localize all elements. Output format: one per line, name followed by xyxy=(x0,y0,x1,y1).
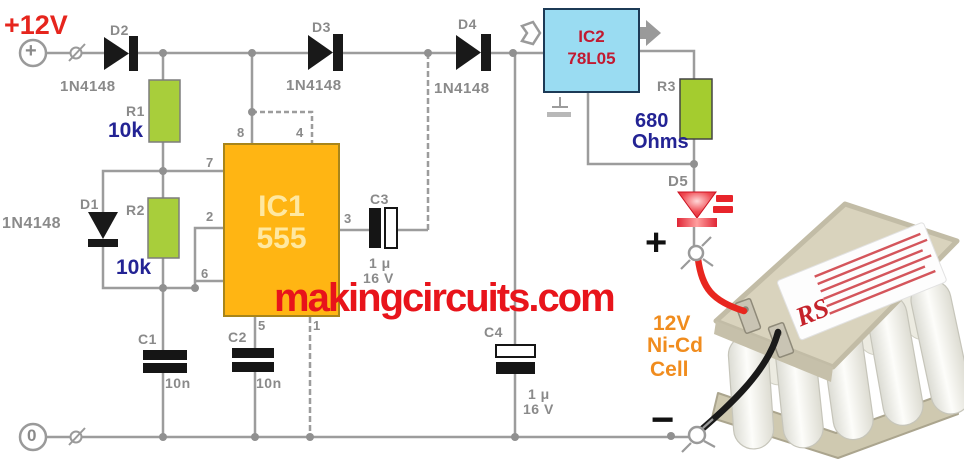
connector-symbol-top xyxy=(68,43,86,62)
diode-d1-symbol xyxy=(88,212,118,247)
input-positive-terminal xyxy=(18,38,48,68)
diode-d2-symbol xyxy=(104,36,138,71)
diode-d4-symbol xyxy=(456,34,491,71)
ic1-pin7-label: 7 xyxy=(206,155,214,170)
capacitor-c1-symbol xyxy=(143,350,187,373)
ic2-regulator-chip: IC2 78L05 xyxy=(543,8,640,93)
resistor-r2-symbol xyxy=(147,197,180,259)
ic1-pin3-label: 3 xyxy=(344,211,352,226)
ic1-555-chip: IC1 555 xyxy=(223,143,340,317)
d4-ref-label: D4 xyxy=(458,16,477,32)
c3-voltage-label: 16 V xyxy=(363,270,394,286)
resistor-r3-symbol xyxy=(679,78,713,140)
ic1-ref-label: IC1 xyxy=(258,190,305,223)
led-light-mark xyxy=(713,206,733,213)
ic2-input-arrow-icon xyxy=(520,20,542,46)
resistor-r1-symbol xyxy=(148,79,181,143)
c1-value-label: 10n xyxy=(165,375,191,391)
d3-part-label: 1N4148 xyxy=(286,77,342,94)
zero-terminal-label: 0 xyxy=(27,426,37,445)
battery-caption-line1: 12V xyxy=(653,312,691,335)
led-light-mark xyxy=(716,195,733,202)
battery-label: RS xyxy=(777,222,947,341)
c4-ref-label: C4 xyxy=(484,324,503,340)
d3-ref-label: D3 xyxy=(312,19,331,35)
battery-positive-wire xyxy=(694,255,748,315)
ic1-part-label: 555 xyxy=(256,221,307,255)
c3-ref-label: C3 xyxy=(370,191,389,207)
led-d5-symbol xyxy=(677,191,733,227)
c2-value-label: 10n xyxy=(256,375,282,391)
c4-value-label: 1 μ xyxy=(528,386,550,402)
battery-label-text-lines xyxy=(814,232,936,315)
capacitor-c4-symbol xyxy=(495,344,536,374)
ic1-pin6-label: 6 xyxy=(201,266,209,281)
ic1-pin2-label: 2 xyxy=(206,209,214,224)
battery-plus-sign: + xyxy=(645,222,668,264)
r3-value-label: 680 xyxy=(635,110,669,132)
ic1-pin1-label: 1 xyxy=(313,318,321,333)
d1-part-label: 1N4148 xyxy=(2,215,62,232)
d1-ref-label: D1 xyxy=(80,196,99,212)
battery-plus-terminal xyxy=(680,236,714,270)
r2-value-label: 10k xyxy=(116,256,152,279)
capacitor-c3-symbol xyxy=(369,207,398,249)
capacitor-c2-symbol xyxy=(232,348,274,372)
r2-ref-label: R2 xyxy=(126,202,145,218)
d5-ref-label: D5 xyxy=(668,173,689,190)
schematic-wires xyxy=(47,49,696,439)
ic1-pin4-label: 4 xyxy=(296,125,304,140)
battery-pack-photo: RS xyxy=(694,201,964,459)
c2-ref-label: C2 xyxy=(228,329,247,345)
ic2-output-arrow-icon xyxy=(637,20,661,46)
ic1-pin5-label: 5 xyxy=(258,318,266,333)
ic1-pin8-label: 8 xyxy=(237,125,245,140)
d2-ref-label: D2 xyxy=(110,22,129,38)
ic2-ground-symbol xyxy=(547,112,571,117)
c3-value-label: 1 μ xyxy=(369,255,391,271)
c4-voltage-label: 16 V xyxy=(523,401,554,417)
diode-d3-symbol xyxy=(308,34,343,71)
ic2-part-label: 78L05 xyxy=(567,49,616,69)
r3-ref-label: R3 xyxy=(657,78,676,94)
r3-unit-label: Ohms xyxy=(632,131,689,153)
c1-ref-label: C1 xyxy=(138,331,157,347)
plus-terminal-symbol: + xyxy=(25,40,37,62)
battery-minus-terminal xyxy=(681,418,716,453)
battery-minus-sign: − xyxy=(651,398,675,442)
input-zero-terminal xyxy=(18,422,48,452)
connector-symbol-bottom xyxy=(68,427,86,446)
r1-ref-label: R1 xyxy=(126,103,145,119)
supply-voltage-label: +12V xyxy=(4,10,68,40)
d2-part-label: 1N4148 xyxy=(60,78,116,95)
ic2-ref-label: IC2 xyxy=(578,27,605,46)
battery-caption-line2: Ni-Cd xyxy=(647,334,703,357)
d4-part-label: 1N4148 xyxy=(434,80,490,97)
junction-dots xyxy=(159,49,698,441)
battery-caption-line3: Cell xyxy=(650,358,689,381)
r1-value-label: 10k xyxy=(108,119,144,142)
site-watermark: makingcircuits.com xyxy=(274,276,616,320)
